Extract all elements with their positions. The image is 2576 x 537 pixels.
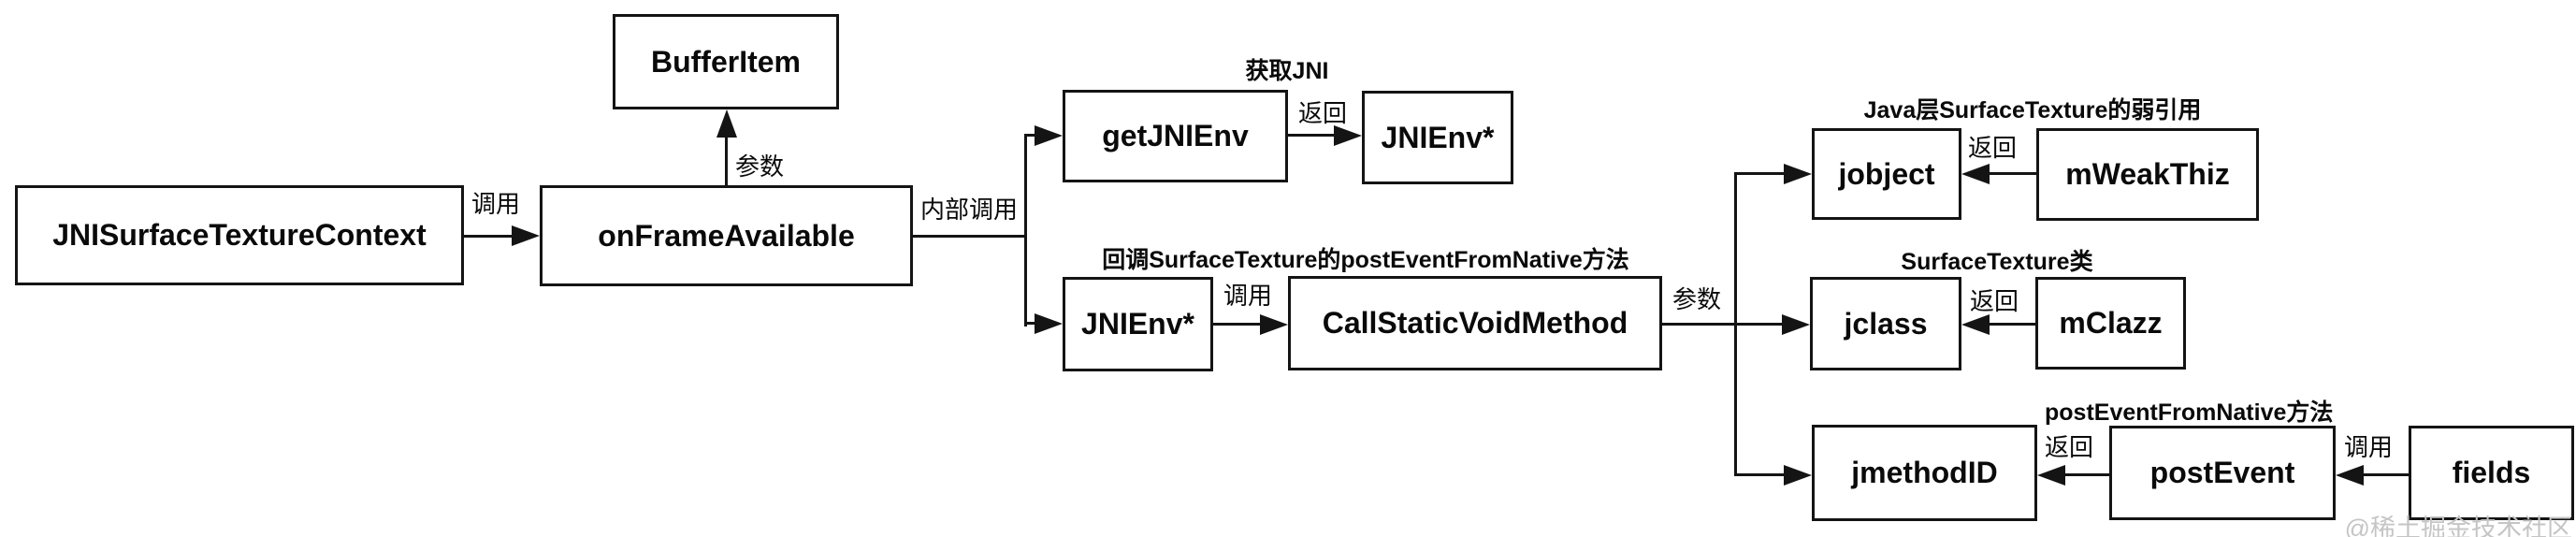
node-fields: fields (2409, 426, 2574, 520)
node-jclass: jclass (1810, 277, 1961, 370)
note-callback-post-event-from-native: 回调SurfaceTexture的postEventFromNative方法 (1102, 247, 1629, 273)
watermark-text: @稀土掘金技术社区 (2344, 515, 2572, 537)
node-jni-env-return: JNIEnv* (1362, 91, 1513, 184)
edge-return-line (1990, 172, 2036, 175)
arrowhead-right-icon (1334, 125, 1362, 146)
edge-internal-call-branch-line (1024, 135, 1027, 327)
arrowhead-right-icon (1784, 465, 1812, 486)
arrowhead-right-icon (1260, 314, 1288, 335)
edge-label-return: 返回 (2045, 433, 2094, 461)
node-jni-env-caller: JNIEnv* (1063, 277, 1213, 371)
edge-return-line (1990, 323, 2035, 326)
edge-to-jmethodid-line (1734, 473, 1784, 476)
node-post-event: postEvent (2109, 426, 2336, 520)
edge-to-jni-env-line (1024, 322, 1035, 325)
arrowhead-right-icon (512, 225, 540, 246)
note-get-jni: 获取JNI (1245, 58, 1329, 84)
edge-label-call: 调用 (2344, 433, 2394, 461)
arrowhead-left-icon (1961, 314, 1990, 335)
node-call-static-void-method: CallStaticVoidMethod (1288, 276, 1662, 370)
edge-return-line (2065, 473, 2109, 476)
arrowhead-right-icon (1784, 164, 1812, 184)
edge-label-return: 返回 (1298, 99, 1348, 127)
node-m-weak-thiz: mWeakThiz (2036, 128, 2259, 221)
node-jobject: jobject (1812, 128, 1961, 220)
edge-internal-call-line (913, 235, 1026, 238)
arrowhead-right-icon (1782, 314, 1810, 335)
edge-call-line (464, 235, 513, 238)
node-on-frame-available: onFrameAvailable (540, 185, 913, 286)
edge-label-internal-call: 内部调用 (920, 196, 1019, 224)
note-weak-reference: Java层SurfaceTexture的弱引用 (1863, 97, 2202, 123)
node-get-jni-env: getJNIEnv (1063, 90, 1288, 182)
edge-label-param: 参数 (1672, 285, 1722, 313)
edge-label-return: 返回 (1970, 287, 2019, 315)
node-jni-surface-texture-context: JNISurfaceTextureContext (15, 185, 464, 285)
node-buffer-item: BufferItem (613, 14, 839, 109)
edge-to-jobject-line (1734, 172, 1784, 175)
edge-param-out-line (1662, 323, 1735, 326)
note-post-event-from-native-method: postEventFromNative方法 (2045, 399, 2334, 426)
arrowhead-right-icon (1035, 313, 1063, 334)
edge-label-param: 参数 (735, 152, 785, 181)
edge-label-return: 返回 (1968, 134, 2018, 162)
edge-label-call: 调用 (470, 190, 520, 218)
arrowhead-up-icon (716, 109, 737, 138)
arrowhead-left-icon (2336, 465, 2364, 486)
edge-param-line (725, 138, 728, 185)
node-m-clazz: mClazz (2035, 277, 2186, 370)
edge-label-call: 调用 (1223, 282, 1273, 310)
edge-call-line (2364, 473, 2409, 476)
node-jmethod-id: jmethodID (1812, 425, 2037, 521)
edge-call-line (1213, 323, 1260, 326)
edge-to-get-jni-env-line (1024, 134, 1035, 137)
arrowhead-left-icon (2037, 465, 2065, 486)
edge-return-line (1288, 134, 1334, 137)
edge-to-jclass-line (1734, 323, 1782, 326)
arrowhead-right-icon (1035, 125, 1063, 146)
note-surface-texture-class: SurfaceTexture类 (1901, 249, 2093, 275)
arrowhead-left-icon (1961, 164, 1990, 184)
